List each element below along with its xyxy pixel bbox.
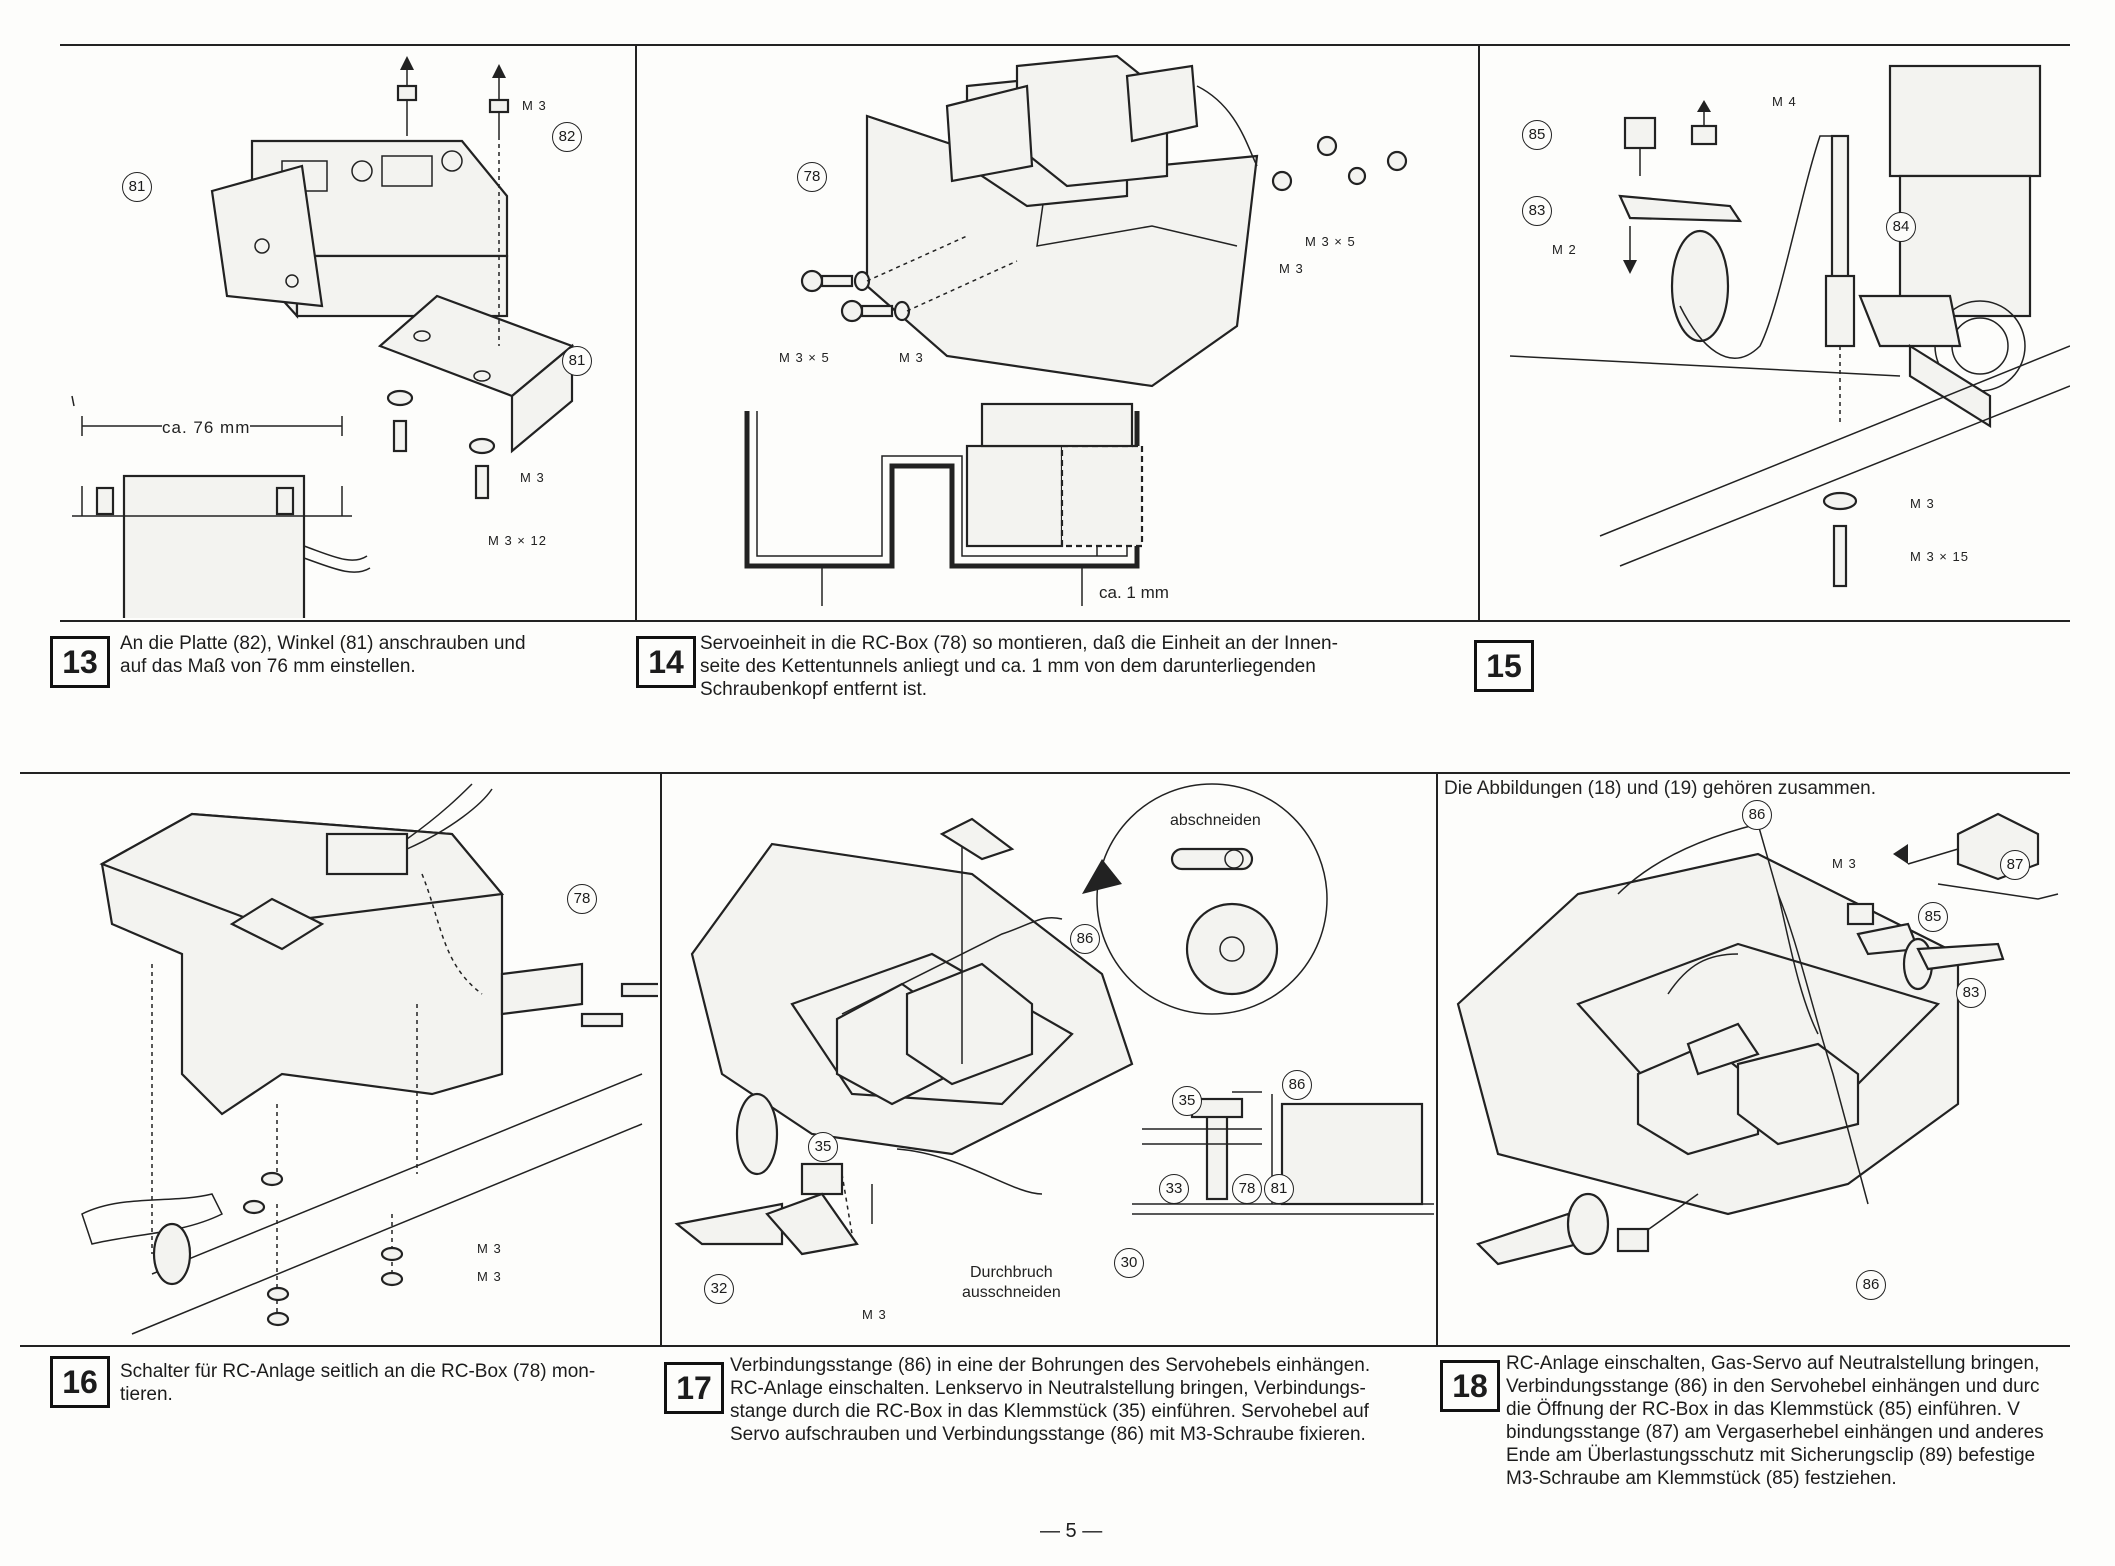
caption-line: Verbindungsstange (86) in den Servohebel… — [1506, 1376, 2040, 1397]
part-number-85: 85 — [1918, 902, 1948, 932]
figure-17: abschneiden Durchbruch ausschneiden M 3 … — [662, 774, 1434, 1343]
screw-label-m4: M 4 — [1772, 94, 1797, 109]
row2-bottom-rule — [20, 1345, 2070, 1347]
part-number-78: 78 — [567, 884, 597, 914]
part-number-86-detail: 86 — [1282, 1070, 1312, 1100]
part-number-32: 32 — [704, 1274, 734, 1304]
screw-label-m3x5-right: M 3 × 5 — [1305, 234, 1356, 249]
part-number-78: 78 — [797, 162, 827, 192]
caption-line: M3-Schraube am Klemmstück (85) festziehe… — [1506, 1468, 1897, 1489]
figure-17-drawing — [674, 783, 1434, 1256]
opening-label-line2: ausschneiden — [962, 1284, 1061, 1301]
screw-label-m3x12: M 3 × 12 — [488, 533, 547, 548]
figure-14: 78 M 3 × 5 M 3 M 3 × 5 M 3 ca. 1 mm — [637, 46, 1477, 618]
caption-line: RC-Anlage einschalten. Lenkservo in Neut… — [730, 1378, 1366, 1399]
screw-label-m3-bottom: M 3 — [520, 470, 545, 485]
part-number-35-assembly: 35 — [808, 1132, 838, 1162]
divider-14-15 — [1478, 44, 1480, 622]
screw-label-m2: M 2 — [1552, 242, 1577, 257]
step-number-13: 13 — [50, 636, 110, 688]
screw-label-m3-lower: M 3 — [477, 1269, 502, 1284]
figure-13: ca. 76 mm M 3 M 3 M 3 × 12 81 82 81 — [62, 46, 634, 618]
screw-label-m3-right: M 3 — [1279, 261, 1304, 276]
caption-line: die Öffnung der RC-Box in das Klemmstück… — [1506, 1399, 2020, 1420]
gap-label: ca. 1 mm — [1099, 583, 1169, 602]
caption-line: Ende am Überlastungsschutz mit Sicherung… — [1506, 1445, 2036, 1466]
page-number: — 5 — — [1040, 1520, 1103, 1542]
figure-18-heading: Die Abbildungen (18) und (19) gehören zu… — [1444, 778, 1876, 799]
step-13-caption: An die Platte (82), Winkel (81) anschrau… — [120, 632, 526, 678]
screw-label-m3-upper: M 3 — [477, 1241, 502, 1256]
screw-label-m3x5-left: M 3 × 5 — [779, 350, 830, 365]
row1-bottom-rule — [60, 620, 2070, 622]
screw-label-m3-left: M 3 — [899, 350, 924, 365]
caption-line: Servo aufschrauben und Verbindungsstange… — [730, 1424, 1366, 1445]
caption-line: Verbindungsstange (86) in eine der Bohru… — [730, 1355, 1371, 1376]
part-number-30: 30 — [1114, 1248, 1144, 1278]
step-16-caption: Schalter für RC-Anlage seitlich an die R… — [120, 1360, 595, 1406]
caption-line: Schalter für RC-Anlage seitlich an die R… — [120, 1361, 596, 1382]
part-number-86-top: 86 — [1742, 800, 1772, 830]
caption-line: auf das Maß von 76 mm einstellen. — [120, 656, 416, 677]
dimension-label: ca. 76 mm — [162, 418, 251, 438]
step-18-caption: RC-Anlage einschalten, Gas-Servo auf Neu… — [1506, 1352, 2068, 1490]
caption-line: bindungsstange (87) am Vergaserhebel ein… — [1506, 1422, 2044, 1443]
step-number-14: 14 — [636, 636, 696, 688]
step-14-caption: Servoeinheit in die RC-Box (78) so monti… — [700, 632, 1338, 701]
cut-off-label: abschneiden — [1170, 812, 1261, 829]
step-number-16: 16 — [50, 1356, 110, 1408]
part-number-83: 83 — [1956, 978, 1986, 1008]
step-number-18: 18 — [1440, 1360, 1500, 1412]
caption-line: seite des Kettentunnels anliegt und ca. … — [700, 656, 1316, 677]
part-number-81-right: 81 — [562, 346, 592, 376]
figure-18: Die Abbildungen (18) und (19) gehören zu… — [1438, 774, 2070, 1343]
screw-label-m3: M 3 — [862, 1307, 887, 1322]
figure-15: M 4 M 2 M 3 M 3 × 15 85 83 84 — [1480, 46, 2070, 618]
part-number-81: 81 — [1264, 1174, 1294, 1204]
screw-label-m3-top: M 3 — [522, 98, 547, 113]
divider-17-18 — [1436, 772, 1438, 1347]
figure-15-drawing — [1509, 64, 2070, 588]
row2-top-rule — [20, 772, 2070, 774]
figure-13-drawing — [71, 56, 575, 618]
opening-label-line1: Durchbruch — [970, 1264, 1053, 1281]
part-number-86-bottom: 86 — [1856, 1270, 1886, 1300]
caption-line: stange durch die RC-Box in das Klemmstüc… — [730, 1401, 1369, 1422]
part-number-87: 87 — [2000, 850, 2030, 880]
step-17-caption: Verbindungsstange (86) in eine der Bohru… — [730, 1354, 1370, 1446]
screw-label-m3x15: M 3 × 15 — [1910, 549, 1969, 564]
part-number-35-detail: 35 — [1172, 1086, 1202, 1116]
caption-line: An die Platte (82), Winkel (81) anschrau… — [120, 633, 526, 654]
caption-line: Schraubenkopf entfernt ist. — [700, 679, 928, 700]
caption-line: RC-Anlage einschalten, Gas-Servo auf Neu… — [1506, 1353, 2040, 1374]
step-number-15: 15 — [1474, 640, 1534, 692]
divider-13-14 — [635, 44, 637, 622]
top-rule — [60, 44, 2070, 46]
figure-14-drawing — [744, 54, 1408, 606]
screw-label-m3: M 3 — [1910, 496, 1935, 511]
part-number-82: 82 — [552, 122, 582, 152]
part-number-84: 84 — [1886, 212, 1916, 242]
divider-16-17 — [660, 772, 662, 1347]
part-number-85: 85 — [1522, 120, 1552, 150]
figure-16-drawing — [81, 783, 658, 1335]
figure-16: 78 M 3 M 3 — [22, 774, 658, 1343]
part-number-81-left: 81 — [122, 172, 152, 202]
caption-line: Servoeinheit in die RC-Box (78) so monti… — [700, 633, 1338, 654]
part-number-86-arm: 86 — [1070, 924, 1100, 954]
part-number-83: 83 — [1522, 196, 1552, 226]
step-number-17: 17 — [664, 1362, 724, 1414]
part-number-33: 33 — [1159, 1174, 1189, 1204]
caption-line: tieren. — [120, 1384, 173, 1405]
figure-18-drawing — [1456, 812, 2059, 1266]
part-number-78: 78 — [1232, 1174, 1262, 1204]
screw-label-m3: M 3 — [1832, 856, 1857, 871]
